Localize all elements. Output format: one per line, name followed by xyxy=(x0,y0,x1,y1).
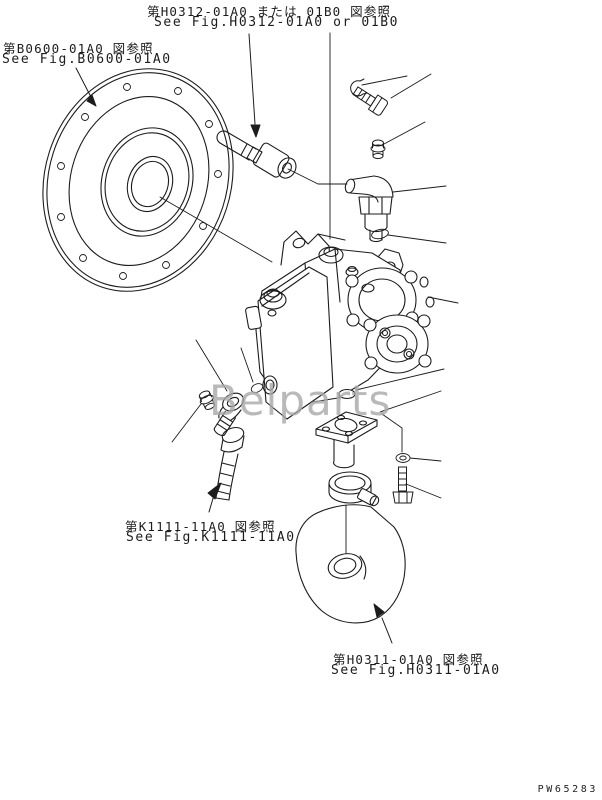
o-ring-right-drawing xyxy=(371,228,389,240)
ref-h0311-jp: 第H0311-01A0 図参照 xyxy=(333,652,484,667)
ref-h0312-en: See Fig.H0312-01A0 or 01B0 xyxy=(154,15,400,30)
elbow-fitting-right-drawing xyxy=(344,175,394,243)
callout-arrows xyxy=(75,33,393,644)
bolt-holes xyxy=(57,83,222,280)
hex-bolt-lower-drawing xyxy=(392,466,414,504)
o-ring-small-drawing xyxy=(250,383,264,393)
inlet-tube-drawing xyxy=(216,130,297,179)
elbow-fitting-left-drawing xyxy=(213,392,244,437)
hose-clamp-drawing xyxy=(328,471,380,507)
ref-k1111-en: See Fig.K1111-11A0 xyxy=(126,530,296,545)
ref-b0600-en: See Fig.B0600-01A0 xyxy=(2,52,172,67)
hex-bolt-top-drawing xyxy=(352,86,388,116)
document-code: PW65283 xyxy=(537,784,598,795)
suction-hose-small-drawing xyxy=(215,426,245,501)
plug-fitting-drawing xyxy=(370,139,386,159)
belparts-watermark: Belparts xyxy=(209,376,392,425)
flywheel-housing-drawing xyxy=(42,68,234,292)
washer-drawing xyxy=(395,453,411,463)
suction-hose-large-drawing xyxy=(295,504,406,624)
flange-plate-drawing xyxy=(315,411,378,469)
ref-k1111-jp: 第K1111-11A0 図参照 xyxy=(125,519,276,534)
ref-h0311-en: See Fig.H0311-01A0 xyxy=(331,663,501,678)
pump-assembly-drawing xyxy=(245,230,435,420)
ref-h0312-jp: 第H0312-01A0 または 01B0 図参照 xyxy=(147,4,392,19)
ref-b0600-jp: 第B0600-01A0 図参照 xyxy=(3,41,154,56)
leader-lines xyxy=(159,32,459,554)
plug-fitting-left-drawing xyxy=(198,390,216,410)
